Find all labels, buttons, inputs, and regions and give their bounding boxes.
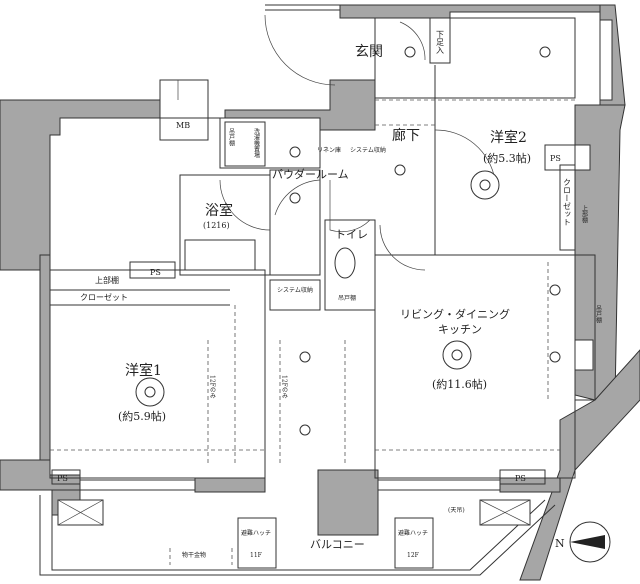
ps-label: PS — [57, 474, 68, 483]
linen-label: リネン庫 — [317, 146, 341, 154]
powder-room-label: パウダールーム — [272, 167, 349, 181]
ldk-label-line1: リビング・ダイニング — [400, 307, 510, 321]
hatch-2-floor: 12F — [407, 552, 419, 559]
hatch-2-label: 避難ハッチ — [398, 529, 428, 537]
ldk-size: (約11.6帖) — [432, 377, 487, 391]
western-room-1-size: (約5.9帖) — [118, 409, 166, 423]
washer-space-label: 洗濯機置場 — [253, 127, 260, 159]
floor-note-2: 12Fのみ — [281, 375, 288, 400]
balcony-label: バルコニー — [310, 538, 365, 551]
compass-icon: N — [555, 521, 611, 563]
dashed-lines — [50, 99, 575, 465]
ps-label: PS — [515, 474, 526, 483]
drying-hardware-label: 物干金物 — [182, 551, 206, 559]
western-room-2-label: 洋室2 — [490, 129, 527, 146]
upper-shelf-1-label: 上部棚 — [95, 275, 119, 285]
closet-2-label: クローゼット — [563, 178, 572, 226]
kitchen-cabinet-label: 吊戸棚 — [595, 305, 602, 324]
balcony-area — [39, 495, 556, 576]
toilet-label: トイレ — [335, 228, 368, 241]
ps-label: PS — [550, 154, 561, 163]
upper-shelf-2-label: 上部棚 — [581, 204, 588, 224]
ldk-label-line2: キッチン — [438, 323, 482, 336]
bathroom-label: 浴室 — [205, 202, 233, 219]
mb-label: MB — [176, 121, 190, 130]
hatch-1-label: 避難ハッチ — [241, 529, 271, 537]
system-storage-2-label: システム収納 — [277, 286, 313, 294]
shoe-storage-label: 下足入 — [436, 30, 445, 54]
western-room-1-label: 洋室1 — [125, 362, 162, 379]
labels: 玄関 下足入 MB 吊戸棚 洗濯機置場 リネン庫 システム収納 廊下 洋室2 (… — [57, 30, 602, 559]
entrance-label: 玄関 — [355, 43, 383, 60]
north-label: N — [555, 537, 565, 550]
doors — [177, 14, 496, 271]
washer-cabinet-label: 吊戸棚 — [228, 128, 235, 147]
closet-1-label: クローゼット — [80, 292, 128, 302]
hallway-label: 廊下 — [392, 127, 420, 144]
toilet-cabinet-label: 吊戸棚 — [338, 294, 356, 302]
western-room-2-size: (約5.3帖) — [483, 151, 531, 165]
bathroom-size: (1216) — [203, 221, 230, 230]
system-storage-1-label: システム収納 — [350, 146, 386, 154]
ps-label: PS — [150, 268, 161, 277]
ceiling-hung-label: (天吊) — [448, 507, 465, 514]
windows — [79, 19, 613, 491]
ceiling-lights — [135, 46, 594, 436]
hatch-1-floor: 11F — [250, 552, 262, 559]
floor-note-1: 12Fのみ — [209, 375, 216, 400]
